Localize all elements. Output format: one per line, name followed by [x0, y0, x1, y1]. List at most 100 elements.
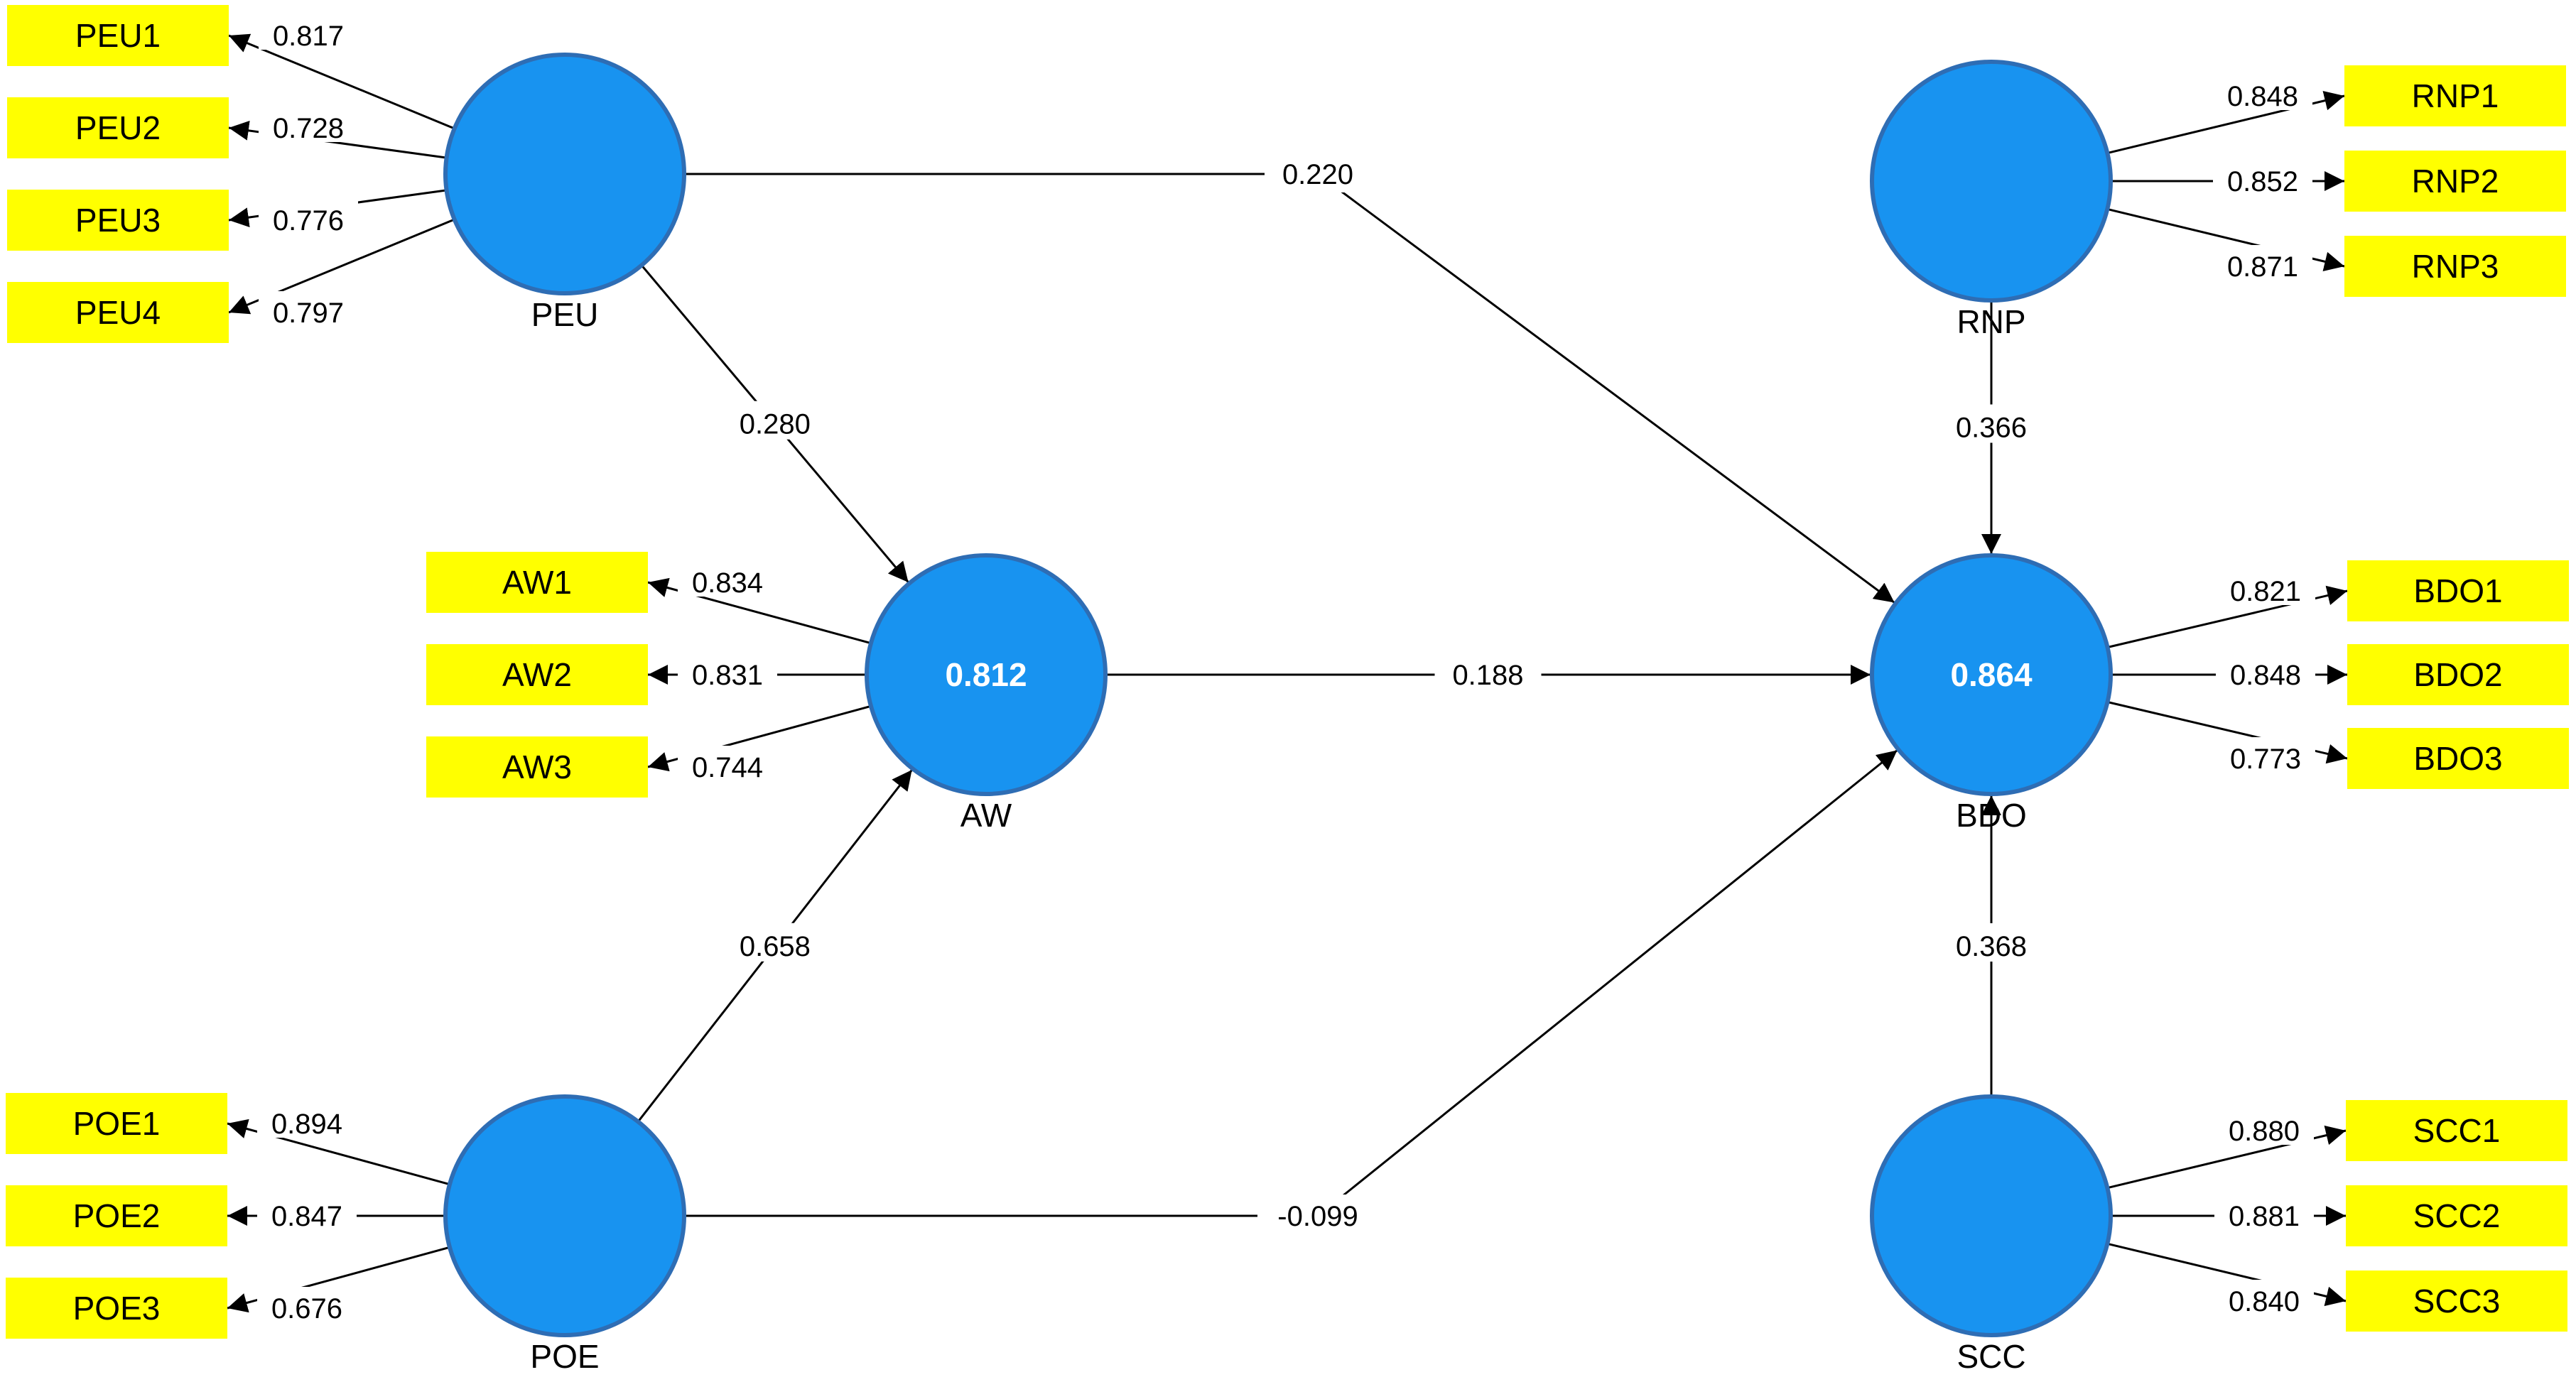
construct-label: RNP: [1957, 303, 2025, 340]
construct-label: SCC: [1957, 1338, 2025, 1375]
construct-rnp[interactable]: RNP: [1870, 60, 2113, 340]
indicator-box[interactable]: [2344, 65, 2566, 126]
indicator-box[interactable]: [6, 1093, 227, 1154]
loading-value-aw2: 0.831: [692, 660, 763, 691]
indicator-box[interactable]: [7, 97, 229, 158]
indicator-rnp2[interactable]: RNP2: [2344, 151, 2566, 212]
indicator-box[interactable]: [426, 736, 648, 798]
loading-bg: [678, 746, 777, 781]
indicator-aw2[interactable]: AW2: [426, 644, 648, 705]
path-coefficient-peu-aw: 0.280: [740, 409, 811, 440]
indicator-box[interactable]: [2346, 1100, 2567, 1161]
loading-bg: [2216, 737, 2315, 773]
indicator-rnp3[interactable]: RNP3: [2344, 236, 2566, 297]
indicator-label: BDO2: [2413, 656, 2502, 693]
indicator-bdo3[interactable]: BDO3: [2347, 728, 2569, 789]
loading-bg: [2216, 653, 2315, 689]
loading-value-bdo1: 0.821: [2230, 576, 2301, 607]
loading-value-scc2: 0.881: [2229, 1201, 2300, 1232]
construct-poe[interactable]: POE: [443, 1094, 686, 1375]
path-poe-bdo-line: [684, 749, 1898, 1217]
loading-bg: [678, 561, 777, 597]
indicator-label: PEU4: [75, 294, 161, 331]
loading-bg: [259, 199, 358, 234]
construct-r-squared: 0.864: [1950, 656, 2033, 693]
loading-value-peu2: 0.728: [273, 113, 344, 144]
loading-bg: [2213, 245, 2312, 281]
loading-bg: [2213, 75, 2312, 110]
loading-bg: [257, 1102, 357, 1138]
indicator-peu3[interactable]: PEU3: [7, 190, 229, 251]
construct-circle[interactable]: [443, 53, 686, 295]
indicator-box[interactable]: [426, 644, 648, 705]
indicator-label: PEU2: [75, 109, 161, 146]
path-coef-bg: [1257, 1195, 1378, 1231]
indicator-box[interactable]: [2344, 236, 2566, 297]
construct-peu[interactable]: PEU: [443, 53, 686, 333]
construct-r-squared: 0.812: [945, 656, 1027, 693]
loading-value-aw1: 0.834: [692, 567, 763, 599]
construct-circle[interactable]: [443, 1094, 686, 1337]
indicator-label: BDO1: [2413, 572, 2502, 609]
loading-bg: [257, 1195, 357, 1230]
path-coef-bg: [721, 923, 828, 962]
indicator-label: RNP1: [2412, 77, 2499, 114]
construct-circle[interactable]: [1870, 553, 2113, 796]
indicator-peu4[interactable]: PEU4: [7, 282, 229, 343]
loading-value-poe1: 0.894: [271, 1109, 342, 1140]
indicator-rnp1[interactable]: RNP1: [2344, 65, 2566, 126]
construct-label: PEU: [531, 296, 599, 333]
indicator-box[interactable]: [2346, 1271, 2567, 1332]
indicator-scc2[interactable]: SCC2: [2346, 1185, 2567, 1246]
loading-value-rnp3: 0.871: [2227, 251, 2298, 283]
path-coef-bg: [721, 401, 828, 440]
indicator-label: BDO3: [2413, 740, 2502, 777]
loading-bg: [2214, 1195, 2314, 1230]
indicator-label: AW2: [502, 656, 572, 693]
indicator-box[interactable]: [2347, 560, 2569, 621]
loading-bg: [2216, 570, 2315, 605]
indicator-aw1[interactable]: AW1: [426, 552, 648, 613]
indicator-label: SCC3: [2413, 1283, 2501, 1320]
indicator-box[interactable]: [6, 1185, 227, 1246]
indicator-poe1[interactable]: POE1: [6, 1093, 227, 1154]
loading-bg: [259, 14, 358, 50]
indicator-peu1[interactable]: PEU1: [7, 5, 229, 66]
path-coef-bg: [1434, 652, 1542, 690]
indicator-box[interactable]: [2347, 728, 2569, 789]
indicator-bdo2[interactable]: BDO2: [2347, 644, 2569, 705]
indicator-poe3[interactable]: POE3: [6, 1278, 227, 1339]
indicator-box[interactable]: [7, 282, 229, 343]
indicator-label: RNP2: [2412, 163, 2499, 200]
indicator-box[interactable]: [2344, 151, 2566, 212]
indicator-box[interactable]: [2346, 1185, 2567, 1246]
loading-value-peu3: 0.776: [273, 205, 344, 236]
path-coef-bg: [1938, 404, 2045, 443]
indicator-box[interactable]: [7, 5, 229, 66]
indicator-scc3[interactable]: SCC3: [2346, 1271, 2567, 1332]
indicator-peu2[interactable]: PEU2: [7, 97, 229, 158]
indicator-box[interactable]: [7, 190, 229, 251]
construct-scc[interactable]: SCC: [1870, 1094, 2113, 1375]
indicator-bdo1[interactable]: BDO1: [2347, 560, 2569, 621]
loading-bg: [2214, 1280, 2314, 1315]
indicator-scc1[interactable]: SCC1: [2346, 1100, 2567, 1161]
indicator-box[interactable]: [2347, 644, 2569, 705]
indicator-label: POE1: [73, 1105, 161, 1142]
indicator-label: SCC2: [2413, 1197, 2501, 1234]
indicator-box[interactable]: [426, 552, 648, 613]
construct-circle[interactable]: [865, 553, 1108, 796]
construct-circle[interactable]: [1870, 60, 2113, 303]
loading-value-scc1: 0.880: [2229, 1116, 2300, 1147]
indicator-box[interactable]: [6, 1278, 227, 1339]
loading-bg: [2213, 160, 2312, 195]
construct-circle[interactable]: [1870, 1094, 2113, 1337]
path-coefficient-poe-aw: 0.658: [740, 931, 811, 962]
loading-value-peu1: 0.817: [273, 21, 344, 52]
indicator-poe2[interactable]: POE2: [6, 1185, 227, 1246]
indicator-aw3[interactable]: AW3: [426, 736, 648, 798]
loading-line-peu1: [228, 33, 455, 130]
